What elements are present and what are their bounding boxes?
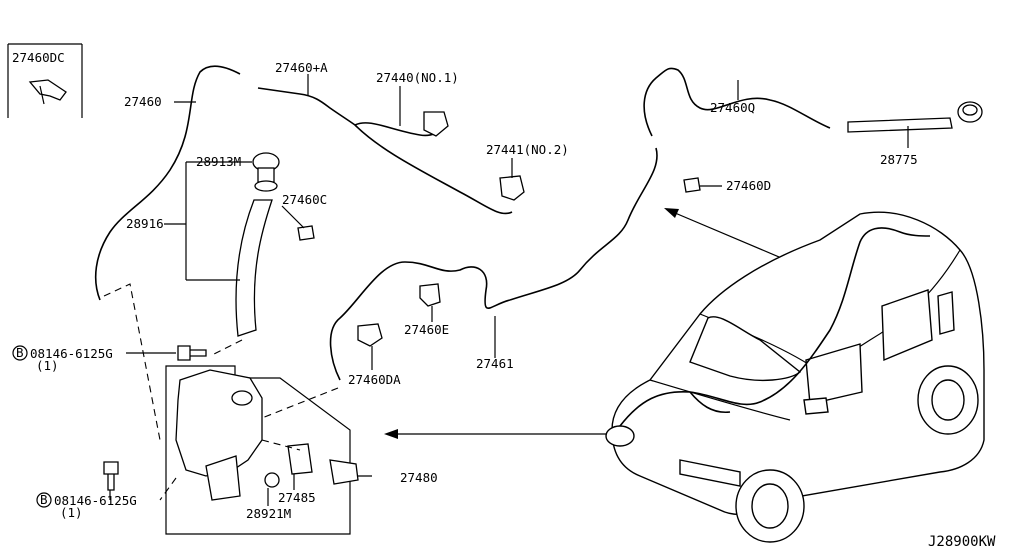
diagram-code: J28900KW — [928, 534, 996, 550]
label-28775: 28775 — [880, 152, 918, 167]
dash-leader-1 — [103, 283, 161, 441]
label-bolt-1-qty: (1) — [36, 358, 59, 373]
dash-leader-3 — [261, 387, 339, 419]
clip-27460da — [357, 323, 383, 347]
label-28913m: 28913M — [196, 154, 241, 169]
label-27460d: 27460D — [726, 178, 771, 193]
label-bolt-2-qty: (1) — [60, 505, 83, 520]
label-28921m: 28921M — [246, 506, 291, 521]
label-27460: 27460 — [124, 94, 162, 109]
label-27460c: 27460C — [282, 192, 327, 207]
label-27461: 27461 — [476, 356, 514, 371]
hose-27461 — [329, 261, 511, 381]
dash-leader-2 — [209, 339, 243, 357]
clip-27460e — [419, 283, 441, 307]
inset-27460dc — [7, 43, 83, 118]
dash-leader-5 — [159, 477, 177, 501]
clip-27460d — [683, 177, 701, 193]
bolt-2 — [103, 461, 119, 491]
vehicle-illustration — [605, 211, 985, 543]
clip-27460c — [297, 225, 315, 241]
label-bolt-2: 08146-6125G — [54, 493, 137, 508]
reservoir-box-27480 — [165, 365, 351, 535]
bolt-marker-1: B — [16, 345, 24, 360]
hose-27461-upper — [509, 147, 658, 301]
label-27460q: 27460Q — [710, 100, 755, 115]
clip-27440 — [423, 111, 449, 137]
hose-27460q — [643, 67, 831, 137]
dash-leader-4 — [261, 439, 301, 451]
label-27440: 27440(NO.1) — [376, 70, 459, 85]
filler-neck-28916 — [235, 199, 273, 337]
label-27460a: 27460+A — [275, 60, 328, 75]
pump-27485 — [287, 443, 313, 475]
label-27480: 27480 — [400, 470, 438, 485]
label-27460da: 27460DA — [348, 372, 401, 387]
label-28916: 28916 — [126, 216, 164, 231]
label-27460dc: 27460DC — [12, 50, 65, 65]
label-27441: 27441(NO.2) — [486, 142, 569, 157]
arrow-to-reservoir — [384, 429, 610, 439]
part-28775 — [847, 101, 983, 133]
grommet-28921m — [264, 472, 280, 488]
bolt-marker-2: B — [40, 492, 48, 507]
label-27460e: 27460E — [404, 322, 449, 337]
label-bolt-1: 08146-6125G — [30, 346, 113, 361]
bolt-1 — [177, 345, 207, 361]
reservoir-tank — [175, 369, 263, 477]
hose-27460 — [94, 65, 241, 301]
label-27485: 27485 — [278, 490, 316, 505]
clip-27441 — [499, 175, 525, 201]
hose-27460a — [257, 87, 513, 215]
